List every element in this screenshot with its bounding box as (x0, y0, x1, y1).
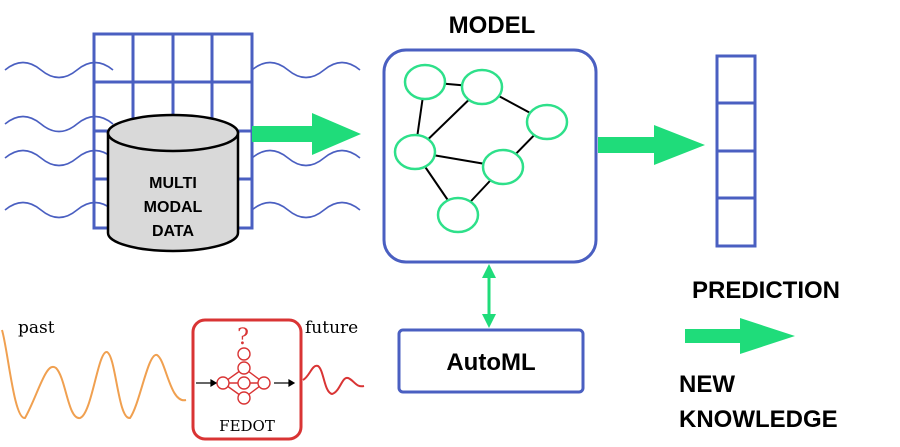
cylinder-top (106, 113, 240, 153)
data-label-line3: DATA (152, 223, 195, 240)
graph-node (436, 196, 480, 234)
wave-left-1 (4, 61, 114, 79)
graph-node (460, 68, 504, 106)
fedot-network-icon (216, 347, 271, 405)
wave-right-3 (251, 201, 361, 219)
past-label: past (18, 318, 55, 338)
fedot-name: FEDOT (219, 417, 275, 435)
wave-right-2 (251, 149, 361, 167)
automl-box (397, 328, 585, 394)
automl-label: AutoML (446, 349, 535, 376)
new-knowledge-arrow (685, 318, 795, 354)
data-to-model-arrow (252, 113, 361, 155)
data-label-line1: MULTI (149, 175, 197, 192)
model-graph-nodes (393, 63, 569, 234)
fedot-box (191, 318, 303, 441)
graph-node (393, 133, 437, 171)
past-series-curve (1, 329, 187, 419)
model-automl-double-arrow (482, 264, 496, 328)
wave-left-4 (4, 201, 114, 219)
wave-left-2 (4, 115, 114, 133)
model-title: MODEL (449, 12, 536, 39)
model-to-prediction-arrow (598, 125, 705, 165)
wave-left-3 (4, 149, 114, 167)
knowledge-label-line1: NEW (679, 371, 735, 398)
prediction-label: PREDICTION (692, 277, 840, 304)
model-box (382, 48, 598, 264)
graph-node (525, 103, 569, 141)
knowledge-label-line2: KNOWLEDGE (679, 406, 838, 433)
fedot-question-mark: ? (237, 325, 249, 350)
future-series-curve (302, 364, 365, 396)
fedot-flow-arrows (196, 378, 296, 388)
future-label: future (305, 318, 358, 338)
data-waves (4, 61, 361, 219)
cylinder-body (106, 131, 240, 253)
wave-right-1 (251, 61, 361, 79)
database-cylinder (106, 113, 240, 253)
graph-node (481, 148, 525, 186)
prediction-vector (715, 54, 757, 248)
graph-node (403, 63, 447, 101)
data-label-line2: MODAL (144, 199, 203, 216)
